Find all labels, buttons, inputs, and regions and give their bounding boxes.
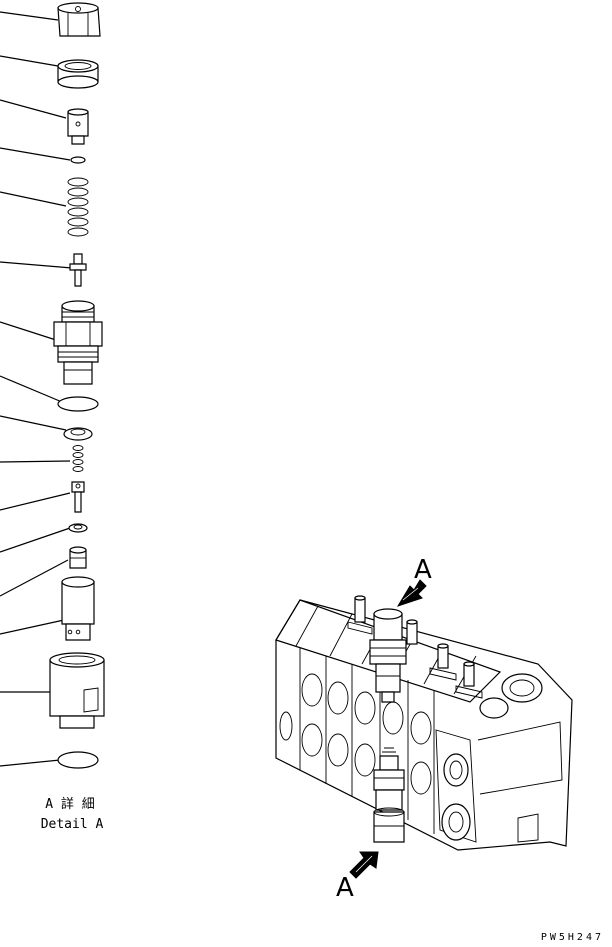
view-label-top: A xyxy=(414,555,432,585)
part-seal-ring xyxy=(68,523,88,533)
part-large-oring xyxy=(57,396,99,412)
detail-caption-en: Detail A xyxy=(41,817,104,832)
relief-valve-top xyxy=(369,608,407,703)
part-outer-cap xyxy=(49,652,105,729)
valve-stems xyxy=(347,595,483,699)
part-sleeve xyxy=(69,546,87,569)
leader-lines xyxy=(0,11,73,767)
part-small-oring xyxy=(70,156,86,164)
part-adjust-screw xyxy=(67,108,89,145)
drawing-code: PW5H247 xyxy=(541,932,604,943)
view-arrow-top xyxy=(396,579,427,607)
part-small-spring xyxy=(72,445,84,472)
part-lock-nut-ring xyxy=(57,59,99,89)
part-bottom-oring xyxy=(57,751,99,769)
view-arrow-bottom xyxy=(349,851,379,879)
part-cap-nut xyxy=(57,2,101,37)
part-spring xyxy=(67,177,89,237)
part-valve-body xyxy=(53,300,103,385)
part-backup-ring xyxy=(63,427,93,441)
relief-valve-bottom xyxy=(373,747,405,843)
part-poppet-pin xyxy=(69,253,87,287)
control-valve-assembly xyxy=(275,595,573,851)
part-piston-body xyxy=(61,576,95,641)
detail-caption-jp: A 詳 細 xyxy=(45,796,94,812)
view-label-bottom: A xyxy=(336,873,354,903)
part-plunger xyxy=(71,481,85,513)
